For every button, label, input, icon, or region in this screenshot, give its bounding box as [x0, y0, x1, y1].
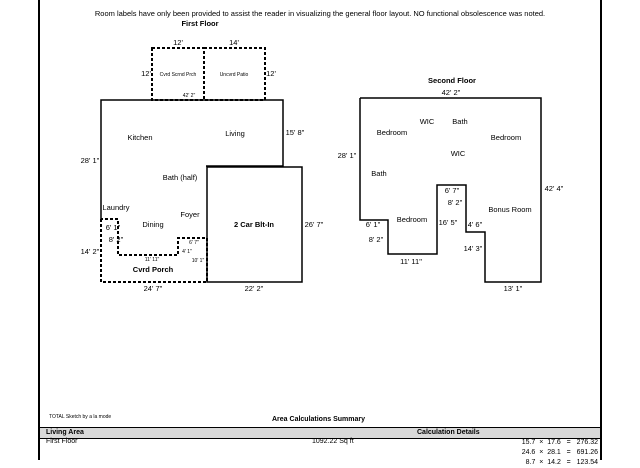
room-label-bath-1: Bath — [452, 117, 467, 126]
dim-screened-porch-width: 12' — [173, 38, 183, 47]
first-floor-title: First Floor — [181, 19, 218, 28]
room-label-bath-2: Bath — [371, 169, 386, 178]
calc-line: 24.6 × 28.1 = 691.26 — [521, 449, 598, 456]
calc-lines: 15.7 × 17.6 = 276.32 24.6 × 28.1 = 691.2… — [522, 438, 598, 468]
room-label-dining: Dining — [142, 220, 163, 229]
room-label-kitchen: Kitchen — [127, 133, 152, 142]
room-label-garage: 2 Car Blt-In — [234, 220, 274, 229]
room-label-screened-porch: Cvrd Scrnd Prch — [160, 72, 197, 78]
room-label-bedroom-1: Bedroom — [377, 128, 407, 137]
dim-2f-bottom-mid: 11' 11" — [400, 257, 422, 266]
dim-2f-notch-depth: 8' 2" — [448, 198, 463, 207]
dim-porch-notch-b: 4' 1" — [182, 249, 192, 255]
dim-patio-width: 14' — [229, 38, 239, 47]
page-frame — [38, 0, 602, 460]
dim-porch-inner-width: 11' 11" — [145, 257, 160, 263]
dim-2f-right-depth: 42' 4" — [545, 184, 564, 193]
dim-deck-width: 42' 2" — [183, 93, 196, 99]
area-calculations-table: Living Area Calculation Details First Fl… — [40, 427, 600, 466]
dim-2f-notch-width: 6' 7" — [445, 186, 460, 195]
room-label-bonus-room: Bonus Room — [488, 205, 531, 214]
room-label-wic-2: WIC — [451, 149, 466, 158]
calc-line: 15.7 × 17.6 = 276.32 — [521, 439, 598, 446]
room-label-living: Living — [225, 129, 245, 138]
dim-living-depth: 15' 8" — [286, 128, 305, 137]
dim-2f-step-b: 8' 2" — [369, 235, 384, 244]
dim-2f-left-depth: 28' 1" — [338, 151, 357, 160]
floor-plan-sketch: First Floor Cvrd Scrnd Prch Uncvrd Patio… — [81, 19, 564, 293]
disclaimer-note: Room labels have only been provided to a… — [94, 9, 546, 18]
dim-2f-bottom-right: 13' 1" — [504, 284, 523, 293]
table-row-label: First Floor — [46, 438, 78, 445]
area-summary-title: Area Calculations Summary — [272, 416, 365, 423]
room-label-foyer: Foyer — [180, 210, 200, 219]
first-floor-outline — [100, 99, 284, 219]
room-label-wic-1: WIC — [420, 117, 435, 126]
dim-2f-step-d: 14' 3" — [464, 244, 483, 253]
dim-porch-notch-a: 6' 7" — [189, 240, 199, 246]
dim-step-a: 6' 1" — [106, 223, 121, 232]
dim-2f-top-width: 42' 2" — [442, 88, 461, 97]
dim-2f-step-c: 4' 6" — [468, 220, 483, 229]
room-label-bedroom-3: Bedroom — [397, 215, 427, 224]
second-floor-title: Second Floor — [428, 76, 476, 85]
dim-porch-width: 24' 7" — [144, 284, 163, 293]
dim-2f-notch-side: 16' 5" — [439, 218, 458, 227]
dim-left-depth: 28' 1" — [81, 156, 100, 165]
garage-outline — [206, 166, 303, 283]
dim-porch-depth: 14' 2" — [81, 247, 100, 256]
dim-porch-notch-c: 10' 1" — [192, 258, 205, 264]
dim-screened-porch-depth: 12' — [141, 69, 151, 78]
col-calc-details: Calculation Details — [417, 429, 480, 436]
room-label-bedroom-2: Bedroom — [491, 133, 521, 142]
room-label-bath-half: Bath (half) — [163, 173, 198, 182]
patio-outline — [203, 47, 266, 101]
room-label-patio: Uncvrd Patio — [220, 72, 249, 78]
dim-garage-depth: 26' 7" — [305, 220, 324, 229]
dim-patio-depth: 12' — [266, 69, 276, 78]
table-header: Living Area Calculation Details — [40, 428, 600, 439]
table-row-sqft: 1092.22 Sq ft — [312, 438, 354, 445]
sketch-source-label: TOTAL Sketch by a la mode — [49, 414, 112, 420]
room-label-laundry: Laundry — [102, 203, 129, 212]
dim-2f-step-a: 6' 1" — [366, 220, 381, 229]
dim-step-b: 8' 2" — [109, 235, 124, 244]
dim-garage-width: 22' 2" — [245, 284, 264, 293]
room-label-front-porch: Cvrd Porch — [133, 265, 174, 274]
col-living-area: Living Area — [46, 429, 84, 436]
second-floor-outline — [359, 97, 542, 283]
front-porch-outline — [100, 218, 208, 283]
